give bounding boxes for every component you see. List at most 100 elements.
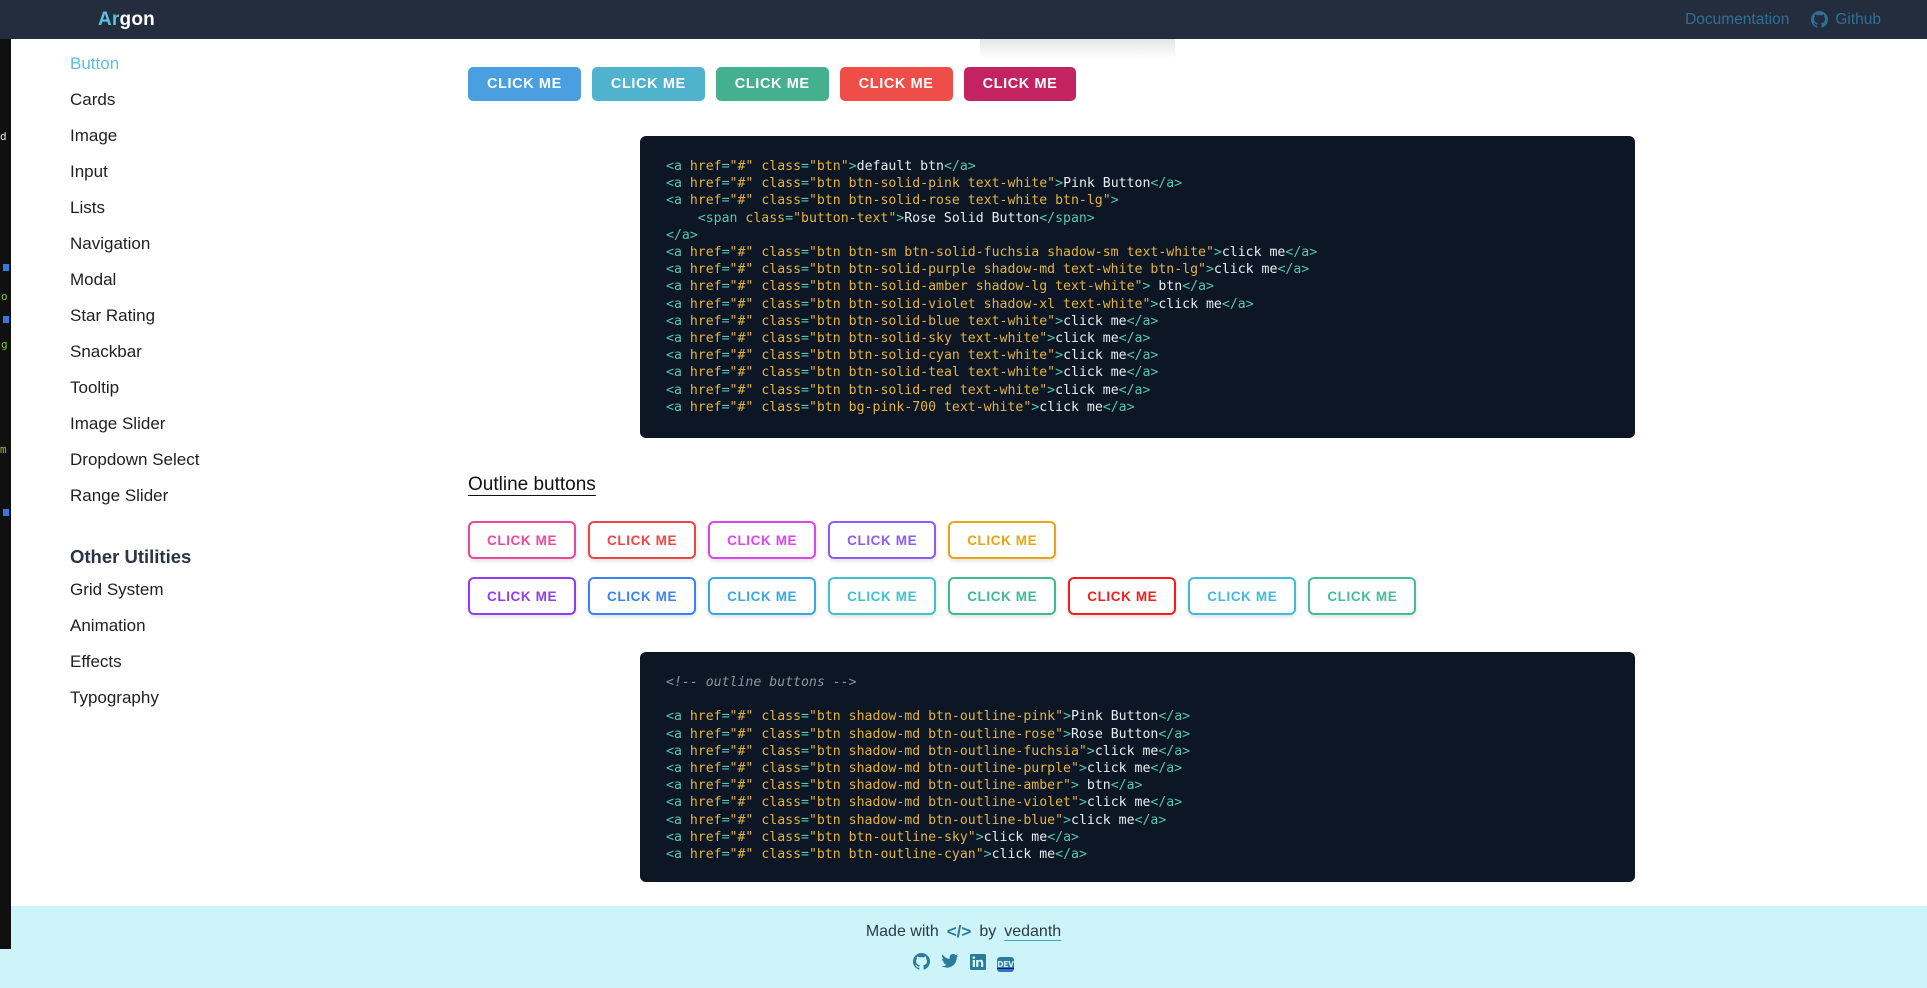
code-token-txt: click me	[1063, 348, 1127, 364]
sidebar-item-grid-system[interactable]: Grid System	[0, 572, 450, 608]
code-token-attr: href	[689, 348, 722, 364]
dev-icon[interactable]: DEV	[997, 956, 1014, 972]
code-line: <a href="#" class="btn btn-solid-teal te…	[666, 364, 1609, 381]
sidebar-item-snackbar[interactable]: Snackbar	[0, 334, 450, 370]
code-token-tag: </a>	[1182, 279, 1214, 295]
sidebar-item-image-slider[interactable]: Image Slider	[0, 406, 450, 442]
code-token-tag: </a>	[1126, 348, 1159, 364]
code-token-attr: class	[761, 743, 802, 759]
code-token-str: "#"	[729, 761, 754, 777]
code-token-tag: </a>	[1277, 262, 1310, 278]
solid-button-4[interactable]: CLICK ME	[839, 67, 953, 101]
sidebar-item-label: Navigation	[70, 234, 151, 253]
code-token-tag: =	[721, 262, 730, 278]
linkedin-icon[interactable]	[970, 953, 986, 975]
code-token-tag: <a	[666, 778, 690, 794]
brand-logo[interactable]: Argon	[98, 9, 155, 31]
code-token-attr: href	[689, 382, 722, 398]
code-token-tag: =	[721, 812, 730, 828]
code-token-str: "btn btn-solid-rose text-white btn-lg"	[808, 193, 1111, 209]
sidebar-item-image[interactable]: Image	[0, 118, 450, 154]
nav-link-documentation[interactable]: Documentation	[1685, 11, 1789, 29]
solid-button-row: CLICK ME CLICK ME CLICK ME CLICK ME CLICK ME	[468, 67, 1927, 101]
sidebar-item-dropdown-select[interactable]: Dropdown Select	[0, 442, 450, 478]
github-icon[interactable]	[913, 953, 930, 975]
solid-button-5[interactable]: CLICK ME	[963, 67, 1077, 101]
code-line: <a href="#" class="btn btn-solid-red tex…	[666, 382, 1609, 399]
code-token-attr: class	[745, 210, 786, 226]
outline-button-row2-6[interactable]: CLICK ME	[1068, 577, 1177, 616]
sidebar-item-lists[interactable]: Lists	[0, 190, 450, 226]
outline-button-row2-4[interactable]: CLICK ME	[828, 577, 937, 616]
code-token-tag: >	[1078, 761, 1087, 777]
outline-button-row1-3[interactable]: CLICK ME	[708, 521, 817, 560]
code-token-str: "button-text"	[793, 210, 897, 226]
code-token-tag: <a	[666, 382, 690, 398]
sidebar-item-range-slider[interactable]: Range Slider	[0, 478, 450, 514]
outline-button-row1-2[interactable]: CLICK ME	[588, 521, 697, 560]
top-navbar: Argon Documentation Github	[0, 0, 1927, 39]
outline-button-row2-3[interactable]: CLICK ME	[708, 577, 817, 616]
outline-button-row2-8[interactable]: CLICK ME	[1308, 577, 1417, 616]
sidebar-item-input[interactable]: Input	[0, 154, 450, 190]
outline-button-row1-4[interactable]: CLICK ME	[828, 521, 937, 560]
twitter-icon[interactable]	[941, 953, 959, 975]
sidebar-spacer	[0, 514, 450, 528]
code-token-attr: class	[761, 847, 802, 863]
sidebar-item-label: Modal	[70, 270, 117, 289]
code-token-tag: >	[1213, 245, 1222, 261]
code-token-str: "#"	[729, 245, 754, 261]
code-token-tag: <a	[666, 761, 690, 777]
code-token-txt: click me	[1213, 262, 1278, 278]
nav-link-documentation-label: Documentation	[1685, 10, 1790, 28]
code-token-tag: =	[721, 176, 730, 192]
solid-button-2[interactable]: CLICK ME	[591, 67, 705, 101]
sidebar-item-modal[interactable]: Modal	[0, 262, 450, 298]
outline-button-row1-5[interactable]: CLICK ME	[948, 521, 1057, 560]
code-token-tag: =	[801, 331, 809, 347]
code-token-tag: </a>	[1158, 709, 1191, 725]
sidebar-item-cards[interactable]: Cards	[0, 82, 450, 118]
outline-button-row1-1[interactable]: CLICK ME	[468, 521, 577, 560]
code-token-tag: </a>	[1118, 382, 1151, 398]
code-token-tag: </a>	[1102, 399, 1135, 415]
sidebar-item-label: Image Slider	[70, 414, 166, 433]
code-token-attr: href	[689, 829, 722, 845]
code-token-tag: <a	[666, 812, 690, 828]
code-token-tag: =	[801, 709, 809, 725]
code-token-txt: click me	[1039, 399, 1103, 415]
code-token-txt: click me	[1055, 382, 1119, 398]
sidebar-item-tooltip[interactable]: Tooltip	[0, 370, 450, 406]
github-icon	[1811, 11, 1829, 28]
code-token-attr: class	[761, 795, 802, 811]
code-token-attr: class	[761, 262, 802, 278]
nav-link-github[interactable]: Github	[1811, 11, 1881, 29]
code-token-tag: </a>	[1118, 331, 1151, 347]
sidebar-item-star-rating[interactable]: Star Rating	[0, 298, 450, 334]
solid-button-3[interactable]: CLICK ME	[715, 67, 829, 101]
outline-button-row2-5[interactable]: CLICK ME	[948, 577, 1057, 616]
code-token-tag: >	[975, 829, 984, 845]
sidebar-item-navigation[interactable]: Navigation	[0, 226, 450, 262]
sidebar-item-label: Tooltip	[70, 378, 120, 397]
solid-button-1[interactable]: CLICK ME	[468, 67, 581, 101]
code-token-tag: >	[1078, 795, 1087, 811]
sidebar-item-label: Typography	[70, 688, 159, 707]
code-line: <a href="#" class="btn bg-pink-700 text-…	[666, 399, 1609, 416]
sidebar-item-typography[interactable]: Typography	[0, 680, 450, 716]
outline-button-row2-7[interactable]: CLICK ME	[1188, 577, 1297, 616]
code-token-tag: <a	[666, 795, 690, 811]
footer-author-link[interactable]: vedanth	[1004, 923, 1062, 940]
code-line: </a>	[666, 227, 1609, 244]
sidebar-item-button[interactable]: Button	[0, 46, 450, 82]
code-token-attr: href	[689, 743, 722, 759]
code-token-attr: class	[761, 279, 802, 295]
sidebar-item-effects[interactable]: Effects	[0, 644, 450, 680]
background-window-strip: d o g m	[0, 39, 11, 949]
outline-button-row2-2[interactable]: CLICK ME	[588, 577, 697, 616]
sidebar-item-animation[interactable]: Animation	[0, 608, 450, 644]
outline-button-row2-1[interactable]: CLICK ME	[468, 577, 577, 616]
sidebar-item-label: Image	[70, 126, 118, 145]
code-token-tag: >	[1150, 296, 1159, 312]
